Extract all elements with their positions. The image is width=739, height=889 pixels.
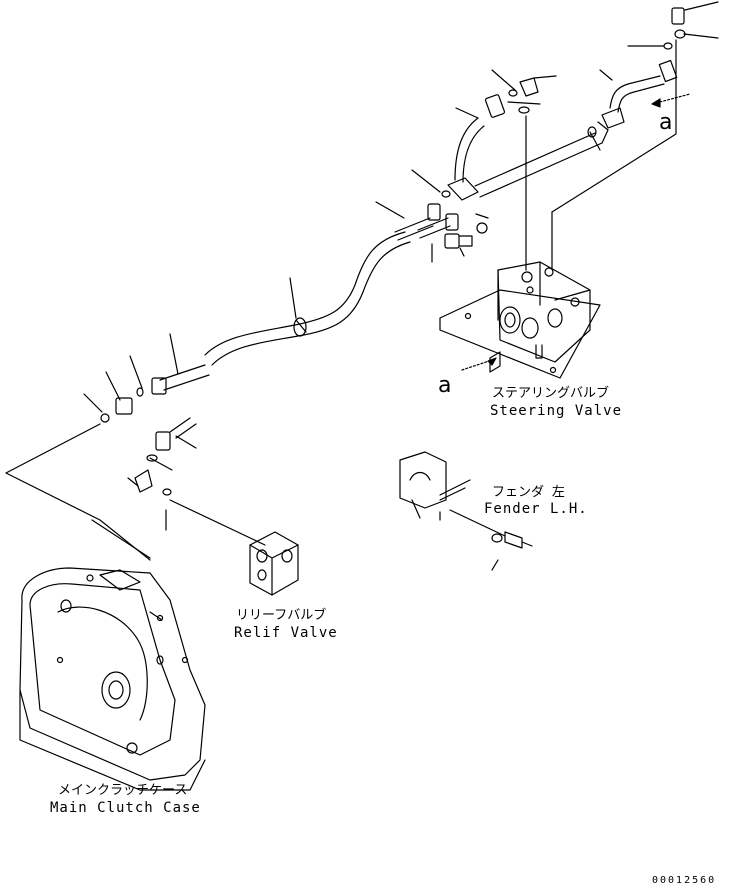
steering-valve-label-jp: ステアリングバルブ (492, 386, 610, 401)
relief-valve-label-jp: リリーフバルブ (236, 608, 327, 623)
main-clutch-label-jp: メインクラッチケース (58, 783, 188, 798)
fitting (658, 59, 678, 83)
mid-fittings (394, 77, 597, 249)
left-fittings (100, 364, 210, 496)
fender-label-jp: フェンダ 左 (492, 485, 565, 500)
fender (399, 451, 533, 549)
relief-valve-label-en: Relif Valve (234, 625, 338, 641)
steering-valve-label-en: Steering Valve (490, 403, 623, 419)
view-marker-bottom: a (438, 373, 452, 398)
steering-valve (439, 39, 677, 379)
callout-leaders (83, 1, 719, 621)
pipe-bracket (447, 177, 479, 201)
pipe-bracket-2 (601, 107, 625, 129)
fender-label-en: Fender L.H. (484, 501, 588, 517)
main-clutch-case (19, 567, 206, 791)
diagram-code: 00012560 (652, 875, 717, 886)
main-clutch-label-en: Main Clutch Case (50, 800, 201, 816)
tube-clamp (293, 317, 307, 337)
upper-tube (447, 7, 691, 201)
hydraulic-tube (204, 231, 411, 366)
leader (5, 423, 101, 474)
top-fitting (671, 7, 685, 25)
relief-valve (169, 499, 299, 596)
view-marker-top: a (659, 110, 673, 135)
